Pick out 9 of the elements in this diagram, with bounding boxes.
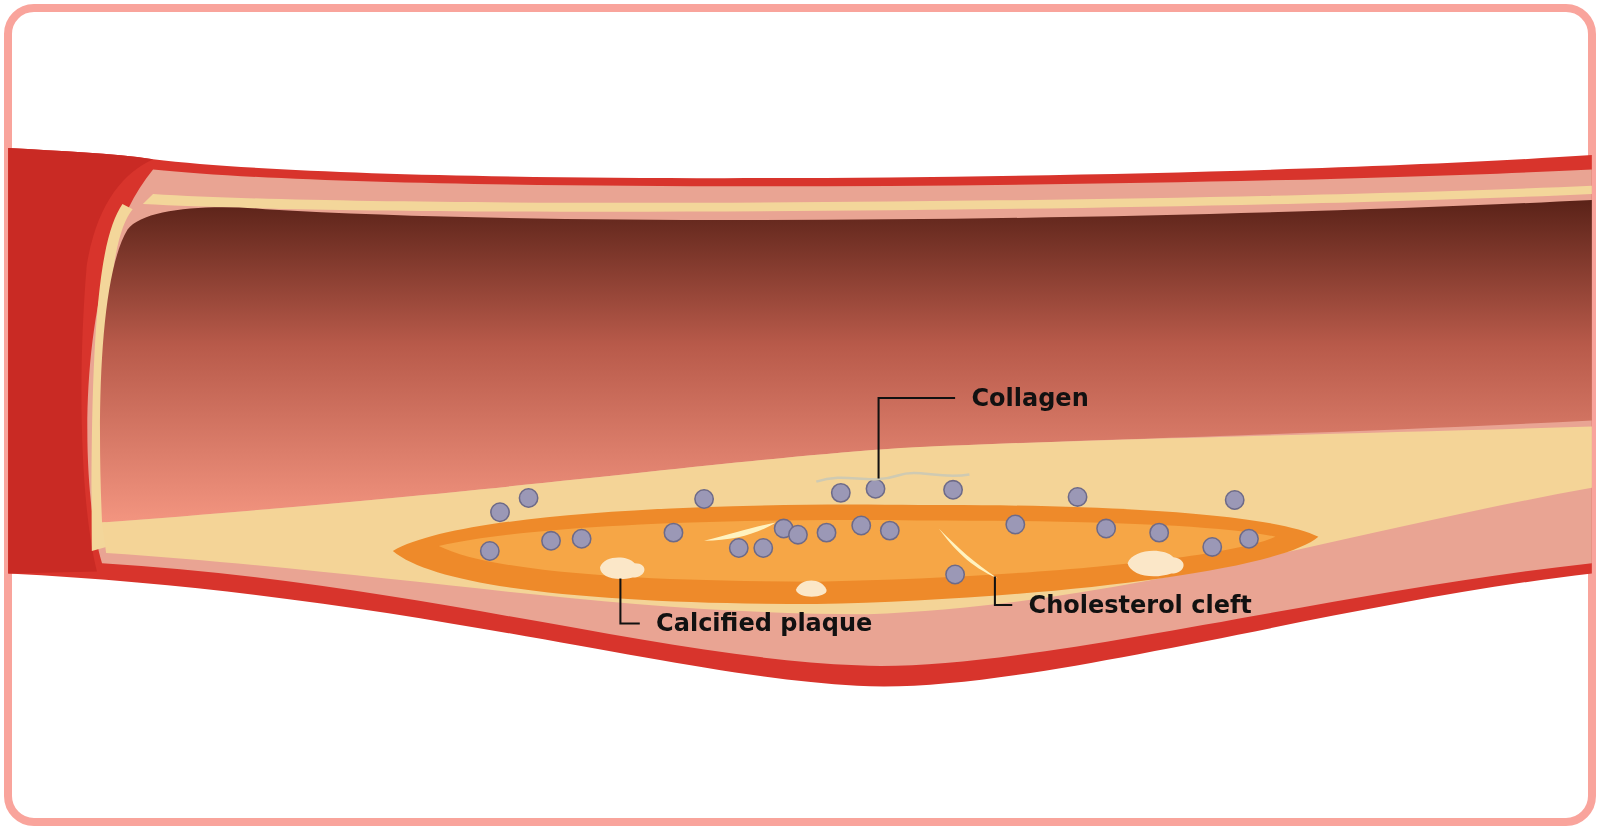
leader-line [619,578,640,625]
part-label: Calcified plaque [656,608,873,639]
collagen-fiber [816,471,970,483]
leader-line [993,576,1013,607]
cholesterol-crystal [938,528,998,579]
part-label: Cholesterol cleft [1028,590,1252,621]
calcified-deposit [600,557,645,580]
part-label: Collagen [971,382,1089,413]
leader-line [877,396,956,479]
